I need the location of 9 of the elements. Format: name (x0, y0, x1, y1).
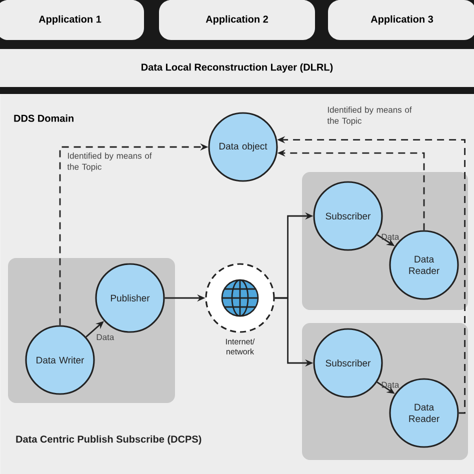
node-caption: Internet/ network (226, 338, 255, 354)
layer-band: Data Local Reconstruction Layer (DLRL) (0, 49, 474, 87)
application-box: Application 3 (328, 0, 474, 40)
edge-label: Data (96, 334, 114, 340)
application-box: Application 2 (159, 0, 315, 40)
section-title: Data Centric Publish Subscribe (DCPS) (16, 435, 202, 445)
edge-label: Identified by means of the Topic (67, 152, 152, 172)
edge-label: Identified by means of the Topic (327, 106, 412, 126)
application-box: Application 1 (0, 0, 144, 40)
